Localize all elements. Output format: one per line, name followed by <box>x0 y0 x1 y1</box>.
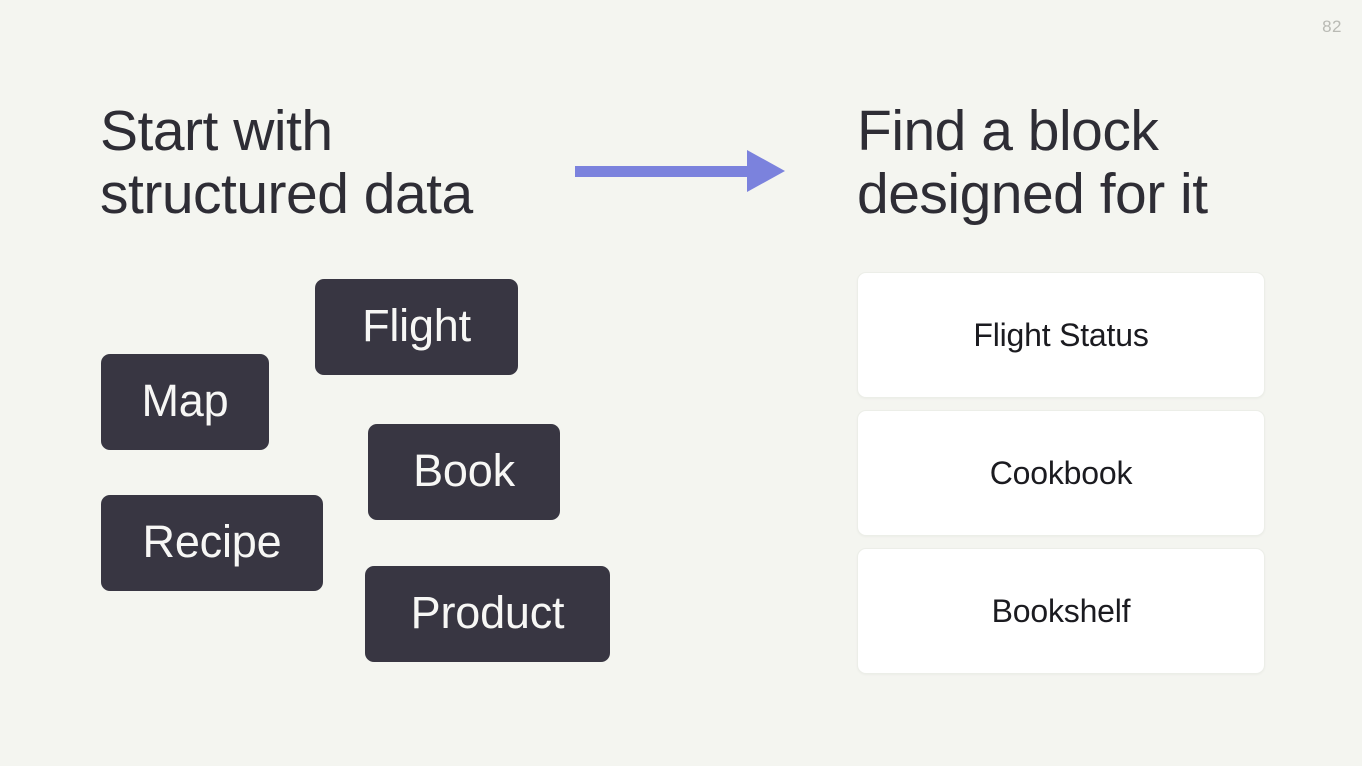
structured-data-chip-cluster: Flight Map Book Recipe Product <box>101 279 610 662</box>
chip-product: Product <box>365 566 610 662</box>
chip-map: Map <box>101 354 269 450</box>
block-card-cookbook[interactable]: Cookbook <box>857 410 1265 536</box>
chip-flight: Flight <box>315 279 518 375</box>
right-arrow-icon <box>575 150 785 192</box>
left-heading: Start with structured data <box>100 99 473 226</box>
block-card-bookshelf[interactable]: Bookshelf <box>857 548 1265 674</box>
block-card-list: Flight Status Cookbook Bookshelf <box>857 272 1265 674</box>
chip-book: Book <box>368 424 560 520</box>
chip-recipe: Recipe <box>101 495 323 591</box>
right-heading: Find a block designed for it <box>857 99 1208 226</box>
page-number: 82 <box>1322 17 1342 36</box>
block-card-flight-status[interactable]: Flight Status <box>857 272 1265 398</box>
